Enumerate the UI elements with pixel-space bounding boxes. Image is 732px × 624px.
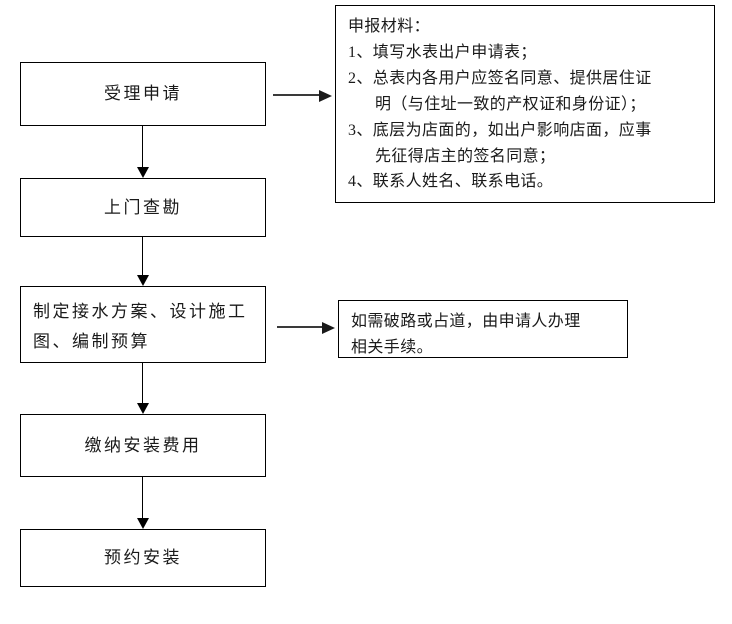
note-line: 申报材料：: [348, 18, 431, 35]
process-box-site-survey[interactable]: 上门查勘: [20, 178, 266, 237]
process-box-schedule-installation[interactable]: 预约安装: [20, 529, 266, 587]
note-line: 2、总表内各用户应签名同意、提供居住证: [348, 69, 652, 87]
note-line: 如需破路或占道，由申请人办理: [351, 313, 581, 330]
note-box-required-materials[interactable]: 申报材料： 1、填写水表出户申请表； 2、总表内各用户应签名同意、提供居住证 明…: [335, 5, 715, 203]
process-box-pay-installation-fee[interactable]: 缴纳安装费用: [20, 414, 266, 477]
arrow-down-icon: [136, 363, 149, 414]
process-box-receive-application[interactable]: 受理申请: [20, 62, 266, 126]
note-line: 相关手续。: [351, 338, 434, 356]
arrow-down-icon: [136, 237, 149, 286]
process-box-design-plan[interactable]: 制定接水方案、设计施工 图、编制预算: [20, 286, 266, 363]
arrow-down-icon: [136, 477, 149, 529]
process-box-label-block: 制定接水方案、设计施工 图、编制预算: [33, 297, 248, 357]
process-box-label-line: 制定接水方案、设计施工: [33, 302, 248, 321]
process-box-label: 预约安装: [104, 548, 182, 568]
note-line: 4、联系人姓名、联系电话。: [348, 173, 554, 191]
note-line: 3、底层为店面的，如出户影响店面，应事: [348, 121, 652, 139]
arrow-right-icon: [273, 89, 332, 102]
process-box-label: 受理申请: [104, 84, 182, 104]
note-line: 明（与住址一致的产权证和身份证）；: [375, 95, 646, 113]
arrow-down-icon: [136, 126, 149, 178]
arrow-right-icon: [277, 321, 335, 334]
note-line: 先征得店主的签名同意；: [375, 147, 556, 165]
process-box-label: 缴纳安装费用: [84, 435, 202, 455]
process-box-label-line: 图、编制预算: [33, 331, 150, 351]
note-box-road-permit[interactable]: 如需破路或占道，由申请人办理 相关手续。: [338, 300, 628, 358]
process-box-label: 上门查勘: [104, 197, 182, 217]
note-line: 1、填写水表出户申请表；: [348, 43, 537, 61]
